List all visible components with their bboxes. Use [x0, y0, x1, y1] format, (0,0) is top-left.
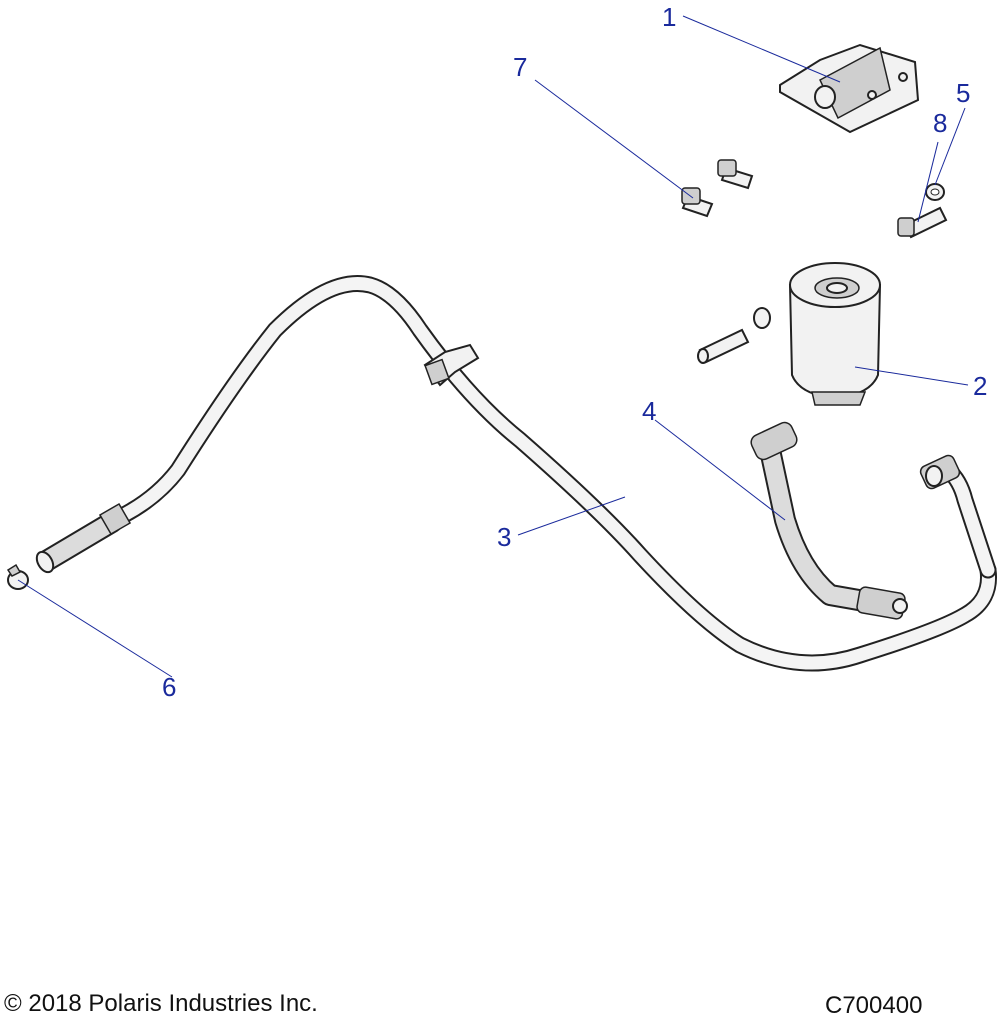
leader-5 — [934, 107, 966, 186]
callout-8: 8 — [933, 108, 947, 138]
callout-1: 1 — [662, 2, 676, 32]
mounting-bracket-part-1 — [779, 43, 920, 134]
clamp-part-6 — [6, 563, 29, 590]
leader-6 — [17, 579, 173, 678]
bolts-part-7 — [681, 159, 754, 218]
leader-1 — [682, 15, 841, 83]
copyright-text: © 2018 Polaris Industries Inc. — [4, 990, 318, 1017]
fuel-filter-part-2 — [788, 262, 882, 406]
leader-7 — [534, 79, 694, 199]
diagram-id: C700400 — [825, 992, 923, 1019]
leader-8 — [917, 141, 939, 223]
callout-5: 5 — [956, 78, 970, 108]
fuel-tube-part-3 — [35, 275, 997, 672]
callout-2: 2 — [973, 371, 987, 401]
fuel-hose-part-4 — [750, 421, 908, 620]
leader-4 — [654, 419, 786, 521]
fitting-part-8 — [897, 206, 948, 239]
callout-3: 3 — [497, 522, 511, 552]
leader-2 — [854, 366, 969, 386]
callout-6: 6 — [162, 672, 176, 702]
callout-7: 7 — [513, 52, 527, 82]
washer-part-5 — [925, 183, 945, 201]
fitting-near-filter — [697, 307, 771, 364]
leader-3 — [517, 496, 626, 536]
callout-4: 4 — [642, 396, 656, 426]
